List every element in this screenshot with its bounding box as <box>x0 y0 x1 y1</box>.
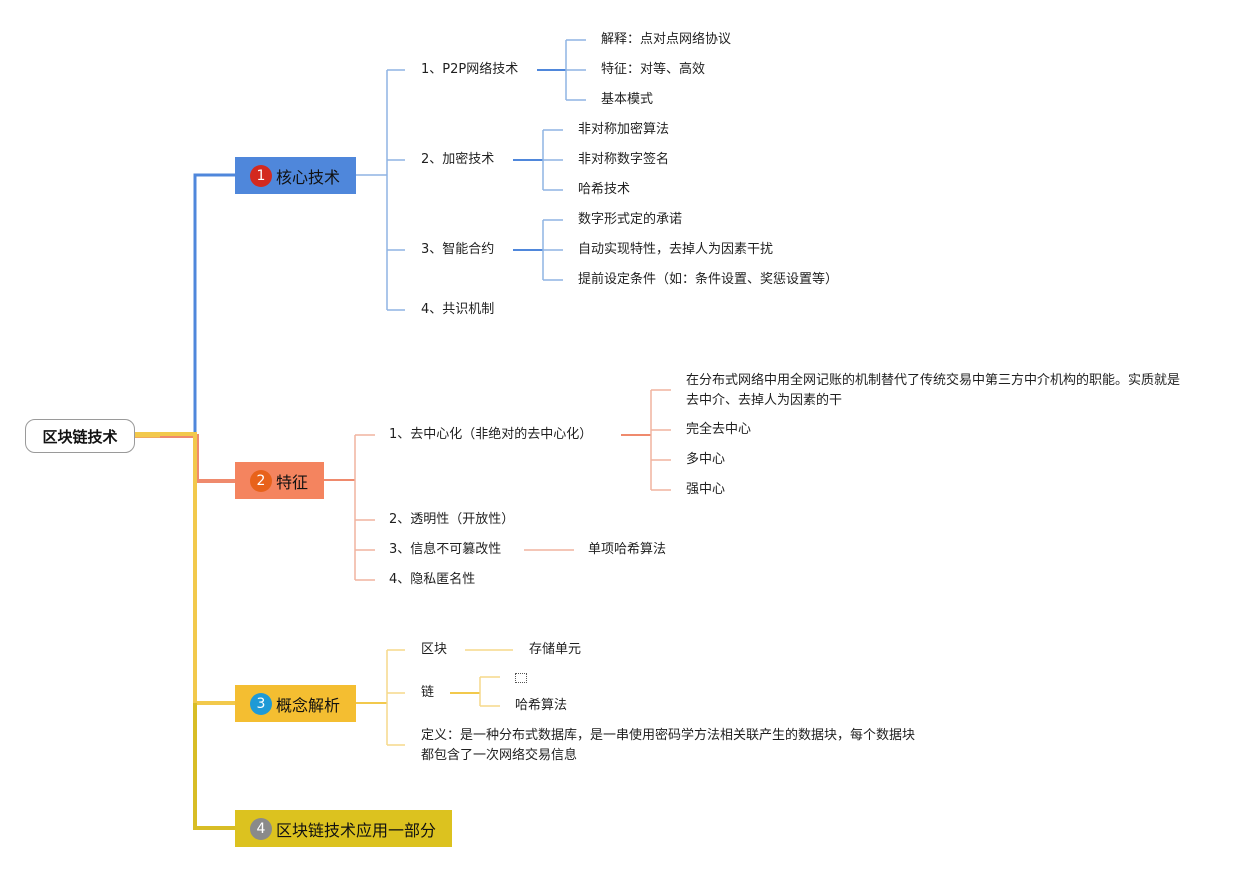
branch-label: 核心技术 <box>276 167 341 187</box>
topic-smart-contract[interactable]: 3、智能合约 <box>421 242 495 257</box>
subtopic-storage-unit[interactable]: 存储单元 <box>529 642 582 657</box>
connector-features-group <box>324 389 671 581</box>
subtopic-multi-center[interactable]: 多中心 <box>686 452 726 467</box>
branch-applications[interactable]: 4 区块链技术应用一部分 <box>235 810 452 847</box>
topic-immutability[interactable]: 3、信息不可篡改性 <box>389 542 502 557</box>
number-badge-2: 2 <box>250 469 272 492</box>
number-badge-4: 4 <box>250 817 272 840</box>
connector-root-features <box>135 434 236 483</box>
subtopic-p2p-feature[interactable]: 特征：对等、高效 <box>601 62 706 77</box>
connector-concepts-group <box>356 649 513 746</box>
subtopic-p2p-mode[interactable]: 基本模式 <box>601 92 654 107</box>
connector-root-concepts <box>135 432 236 705</box>
number-badge-3: 3 <box>250 692 272 715</box>
subtopic-asym-encryption[interactable]: 非对称加密算法 <box>578 122 670 137</box>
topic-encryption[interactable]: 2、加密技术 <box>421 152 495 167</box>
subtopic-decentralization-desc[interactable]: 在分布式网络中用全网记账的机制替代了传统交易中第三方中介机构的职能。实质就是去中… <box>686 373 1181 408</box>
topic-chain[interactable]: 链 <box>421 685 435 700</box>
subtopic-strong-center[interactable]: 强中心 <box>686 482 726 497</box>
subtopic-hash-algorithm[interactable]: 哈希算法 <box>515 698 568 713</box>
subtopic-digital-promise[interactable]: 数字形式定的承诺 <box>578 212 683 227</box>
subtopic-asym-signature[interactable]: 非对称数字签名 <box>578 152 670 167</box>
topic-privacy[interactable]: 4、隐私匿名性 <box>389 572 476 587</box>
subtopic-hash-tech[interactable]: 哈希技术 <box>578 182 631 197</box>
branch-concepts[interactable]: 3 概念解析 <box>235 685 356 722</box>
subtopic-p2p-explain[interactable]: 解释：点对点网络协议 <box>601 32 732 47</box>
branch-features[interactable]: 2 特征 <box>235 462 324 499</box>
topic-p2p-network[interactable]: 1、P2P网络技术 <box>421 62 519 77</box>
root-node[interactable]: 区块链技术 <box>25 419 135 453</box>
connector-core-group <box>356 39 586 311</box>
number-badge-1: 1 <box>250 164 272 187</box>
subtopic-preset-conditions[interactable]: 提前设定条件（如：条件设置、奖惩设置等） <box>578 272 839 287</box>
topic-consensus[interactable]: 4、共识机制 <box>421 302 495 317</box>
topic-definition[interactable]: 定义：是一种分布式数据库，是一串使用密码学方法相关联产生的数据块，每个数据块都包… <box>421 728 916 763</box>
connector-root-core <box>135 173 236 437</box>
topic-decentralization[interactable]: 1、去中心化（非绝对的去中心化） <box>389 427 593 442</box>
subtopic-one-way-hash[interactable]: 单项哈希算法 <box>588 542 667 557</box>
subtopic-full-decentral[interactable]: 完全去中心 <box>686 422 752 437</box>
branch-label: 概念解析 <box>276 695 341 715</box>
branch-label: 特征 <box>276 472 309 492</box>
branch-core-technology[interactable]: 1 核心技术 <box>235 157 356 194</box>
subtopic-auto-execution[interactable]: 自动实现特性，去掉人为因素干扰 <box>578 242 774 257</box>
branch-label: 区块链技术应用一部分 <box>276 820 437 840</box>
topic-block[interactable]: 区块 <box>421 642 448 657</box>
embedded-image-icon[interactable] <box>515 673 527 683</box>
connector-root-apps <box>193 703 236 830</box>
topic-transparency[interactable]: 2、透明性（开放性） <box>389 512 515 527</box>
